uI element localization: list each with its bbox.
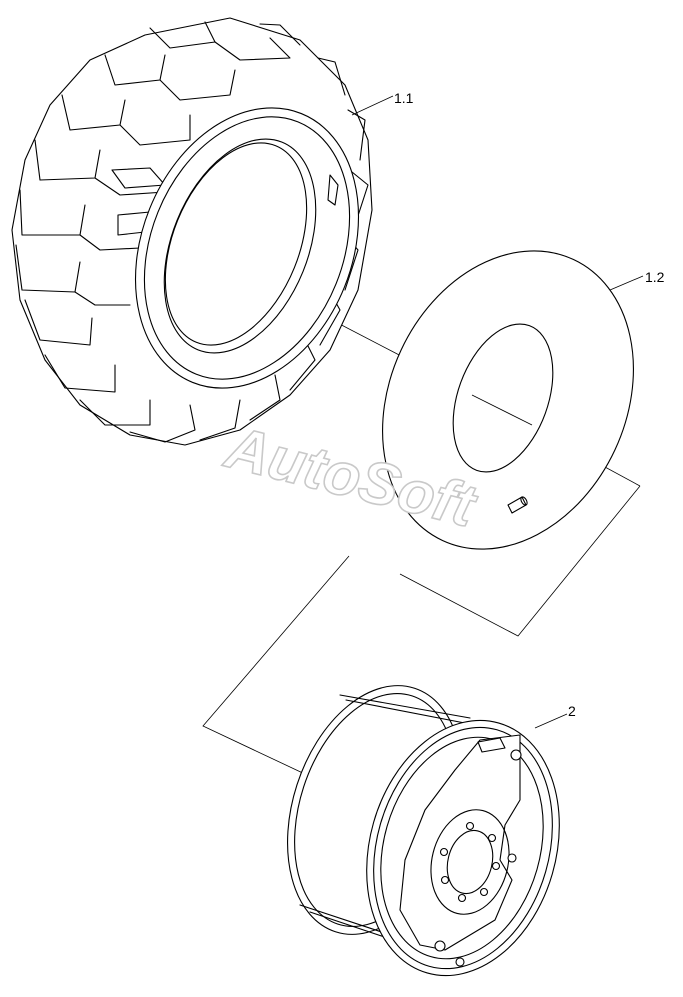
- sidewall-marking: [327, 174, 339, 206]
- callout-label-tyre: 1.1: [394, 90, 414, 106]
- callout-inner-tube: 1.2: [609, 269, 665, 291]
- wheel-disc: [399, 734, 522, 967]
- valve-stem: [507, 496, 528, 514]
- callout-label-wheel-rim: 2: [568, 703, 576, 719]
- hub-plate: [430, 809, 510, 915]
- center-bore: [446, 829, 494, 895]
- callout-wheel-rim: 2: [534, 703, 576, 729]
- inner-tube: [382, 250, 634, 550]
- tread-lugs: [15, 21, 369, 443]
- callout-label-inner-tube: 1.2: [645, 269, 665, 285]
- disc-bolts: [434, 749, 522, 967]
- tractor-tyre: [11, 17, 373, 446]
- callout-tyre: 1.1: [351, 90, 414, 116]
- stud-holes: [439, 821, 501, 903]
- wheel-rim: [287, 685, 560, 977]
- tube-inner-edge: [452, 323, 554, 473]
